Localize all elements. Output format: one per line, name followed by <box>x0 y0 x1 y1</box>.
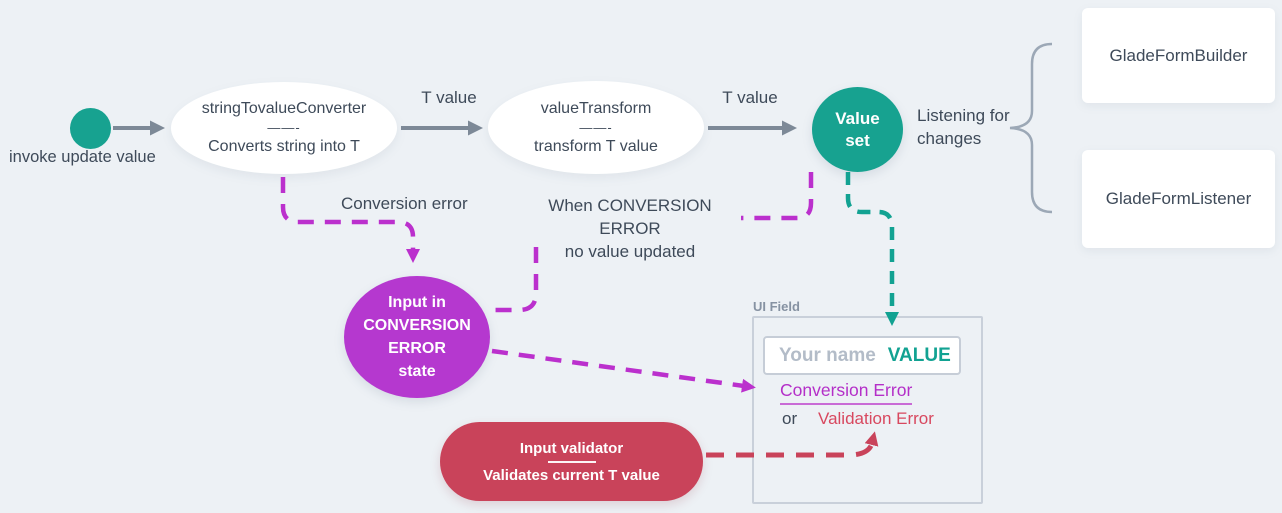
conversion-state-line2: CONVERSION <box>363 317 471 334</box>
transform-title: valueTransform <box>540 99 652 117</box>
value-set-line2: set <box>845 130 870 150</box>
conversion-error-link: Conversion Error <box>780 380 913 405</box>
ui-field-box <box>752 316 983 504</box>
node-conversion-error-state: Input in CONVERSION ERROR state <box>344 276 490 398</box>
validation-error-label: Validation Error <box>818 409 934 428</box>
or-label: or <box>782 409 798 428</box>
when-conversion-error-label: When CONVERSION ERROR no value updated <box>518 194 742 263</box>
glade-form-listener-box: GladeFormListener <box>1082 150 1275 248</box>
start-label: invoke update value <box>9 148 156 166</box>
validator-divider <box>547 460 596 463</box>
name-input-placeholder: Your name <box>779 344 876 366</box>
dashed-valueset-to-when-label <box>741 172 814 221</box>
converter-divider: ——- <box>267 120 301 135</box>
glade-form-builder-box: GladeFormBuilder <box>1082 8 1275 103</box>
conversion-error-edge-label: Conversion error <box>341 194 468 213</box>
glade-form-listener-label: GladeFormListener <box>1105 189 1252 208</box>
brace <box>1009 42 1053 214</box>
glade-form-builder-label: GladeFormBuilder <box>1109 45 1248 65</box>
conversion-state-line3: ERROR <box>388 340 446 357</box>
when-conversion-line2: no value updated <box>564 242 696 261</box>
transform-divider: ——- <box>579 119 613 135</box>
validator-subtitle: Validates current T value <box>483 466 660 484</box>
t-value-label-1: T value <box>421 88 477 107</box>
node-input-validator: Input validator Validates current T valu… <box>440 422 703 501</box>
conversion-state-line1: Input in <box>388 294 446 311</box>
value-set-line1: Value <box>835 108 880 128</box>
listening-line2: changes <box>917 129 982 148</box>
dashed-valueset-to-input <box>845 172 899 326</box>
listening-line1: Listening for <box>917 106 1010 125</box>
node-value-set: Value set <box>812 87 903 172</box>
when-conversion-line1: When CONVERSION ERROR <box>548 196 712 238</box>
validator-title: Input validator <box>519 439 624 457</box>
converter-title: stringTovalueConverter <box>201 100 367 117</box>
t-value-label-2: T value <box>722 88 778 107</box>
node-string-to-value-converter: stringTovalueConverter ——- Converts stri… <box>171 82 397 174</box>
node-value-transform: valueTransform ——- transform T value <box>488 81 704 174</box>
conversion-state-line4: state <box>398 363 436 380</box>
ui-field-label: UI Field <box>753 299 800 314</box>
listening-label: Listening for changes <box>917 104 1010 150</box>
start-dot <box>70 108 111 149</box>
converter-subtitle: Converts string into T <box>208 138 360 155</box>
name-input[interactable]: Your name VALUE <box>763 336 961 375</box>
transform-subtitle: transform T value <box>534 137 658 155</box>
name-input-value: VALUE <box>887 344 951 366</box>
dashed-converter-to-error-state <box>280 177 420 263</box>
dashed-error-state-to-ui-field <box>491 348 756 393</box>
